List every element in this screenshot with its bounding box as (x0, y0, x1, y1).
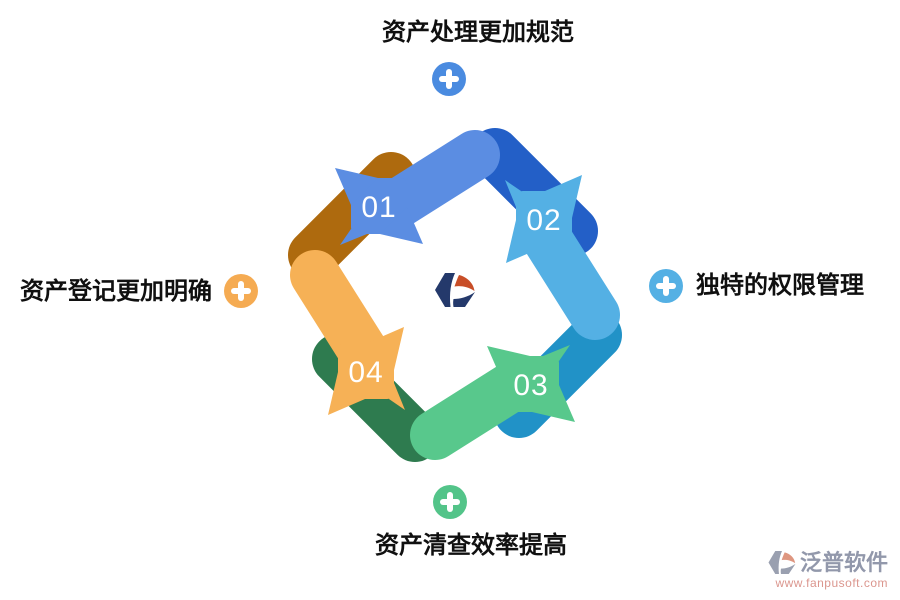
fanpu-watermark-icon (768, 551, 796, 574)
watermark-brand: 泛普软件 (799, 549, 888, 575)
label-left: 资产登记更加明确 (20, 278, 212, 305)
step-number-01: 01 (361, 191, 396, 224)
fanpu-logo-icon (435, 273, 475, 307)
label-top: 资产处理更加规范 (382, 19, 574, 46)
arrow-ribbon-03 (410, 345, 575, 460)
step-number-02: 02 (526, 204, 561, 237)
cycle-arrows-diagram: 01 02 03 04 (288, 128, 622, 462)
arrow-ribbon-01 (335, 130, 500, 245)
arrow-ribbon-02 (505, 175, 620, 340)
label-right: 独特的权限管理 (696, 272, 864, 299)
watermark-url: www.fanpusoft.com (775, 576, 888, 590)
step-number-04: 04 (348, 356, 383, 389)
plus-icon-bottom[interactable] (433, 485, 467, 519)
arrow-ribbon-04 (290, 250, 405, 415)
plus-icon-right[interactable] (649, 269, 683, 303)
plus-icon-left[interactable] (224, 274, 258, 308)
plus-icon-top[interactable] (432, 62, 466, 96)
watermark: 泛普软件 www.fanpusoft.com (767, 549, 888, 590)
step-number-03: 03 (513, 369, 548, 402)
label-bottom: 资产清查效率提高 (375, 532, 567, 559)
